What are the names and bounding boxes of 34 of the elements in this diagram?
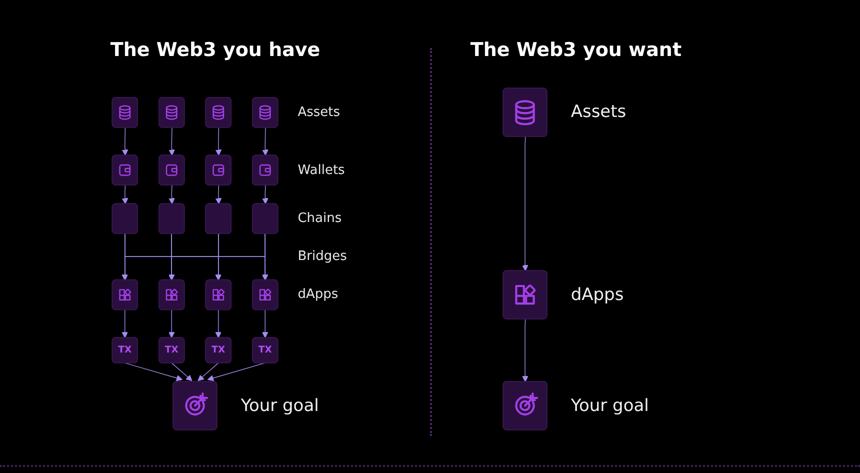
section-heading: The Web3 you want [470, 39, 682, 61]
arrow [168, 185, 175, 204]
arrow [122, 309, 128, 338]
arrow [168, 309, 175, 338]
node-label: TX [210, 344, 226, 358]
node-label: TX [257, 344, 273, 358]
tile-caption: Assets [570, 102, 626, 122]
arrow [122, 185, 128, 204]
arrow [262, 185, 268, 204]
arrow [171, 362, 192, 382]
arrow [262, 309, 268, 338]
row-label: Wallets [298, 162, 345, 178]
arrow [522, 136, 528, 272]
arrow [262, 233, 268, 280]
node-label: TX [117, 344, 132, 358]
row-label: dApps [298, 287, 338, 302]
arrow [215, 185, 222, 204]
section-heading: The Web3 you have [110, 39, 320, 61]
tile-caption: Your goal [240, 396, 319, 416]
arrow [262, 127, 268, 156]
tile-caption: dApps [570, 284, 624, 305]
node-label: TX [164, 344, 180, 358]
arrow [522, 319, 528, 382]
arrow [215, 127, 222, 156]
arrow [198, 362, 219, 382]
arrow [168, 127, 175, 156]
row-label: Bridges [298, 249, 347, 264]
tile-caption: Your goal [570, 396, 649, 416]
arrow [122, 127, 128, 156]
row-label: Assets [298, 104, 340, 120]
row-label: Chains [298, 211, 342, 226]
arrow [215, 309, 222, 338]
arrow [124, 362, 182, 382]
arrow [207, 362, 266, 382]
